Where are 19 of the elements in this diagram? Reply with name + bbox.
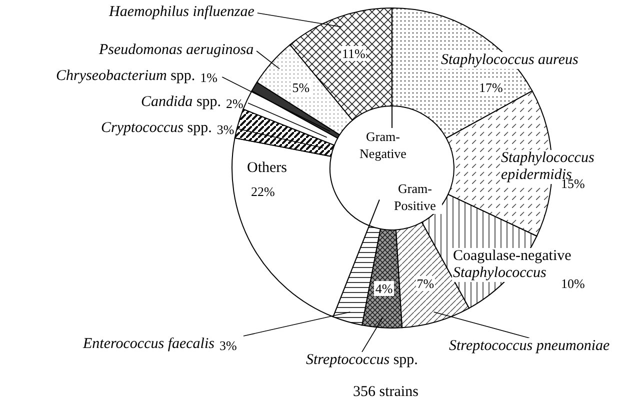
percent-label: 4% — [374, 280, 394, 296]
percent-label: 3% — [216, 122, 236, 137]
percent-label: 17% — [478, 80, 504, 95]
percent-label: 5% — [291, 80, 311, 95]
category-label: Chryseobacterium spp. — [55, 68, 196, 85]
percent-label: 3% — [218, 338, 238, 353]
category-label: Candida spp. — [140, 94, 222, 111]
percent-label: 22% — [250, 184, 276, 199]
percent-label: 11% — [341, 46, 366, 62]
category-label: Enterococcus faecalis — [82, 336, 216, 353]
category-label: Streptococcus spp. — [305, 352, 419, 369]
category-label: Pseudomonas aeruginosa — [98, 42, 255, 59]
category-label: Cryptococcus spp. — [100, 120, 213, 137]
percent-label: 2% — [225, 96, 244, 111]
percent-label: 7% — [416, 276, 436, 292]
category-label: Staphylococcus aureus — [440, 52, 580, 69]
category-label: Streptococcus pneumoniae — [448, 338, 611, 355]
category-label: Haemophilus influenzae — [108, 4, 256, 21]
percent-label: 1% — [199, 70, 219, 85]
